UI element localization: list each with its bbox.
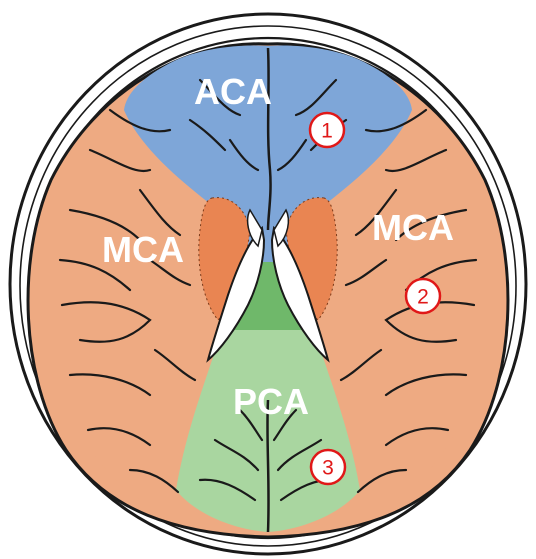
aca-label: ACA xyxy=(194,71,272,112)
marker-3-number: 3 xyxy=(322,457,334,480)
marker-2: 2 xyxy=(406,279,440,313)
mca-left-label: MCA xyxy=(102,229,184,270)
mca-right-label: MCA xyxy=(372,207,454,248)
marker-1: 1 xyxy=(310,113,344,147)
marker-3: 3 xyxy=(311,450,345,484)
marker-2-number: 2 xyxy=(417,286,429,309)
pca-label: PCA xyxy=(233,381,309,422)
marker-1-number: 1 xyxy=(321,120,333,143)
